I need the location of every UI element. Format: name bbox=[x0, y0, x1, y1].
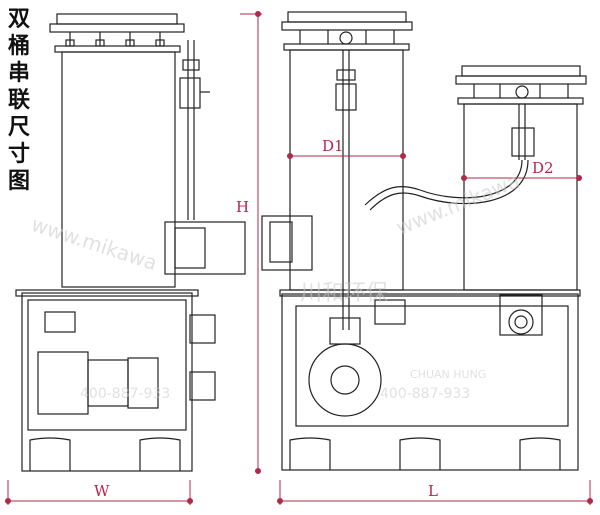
drain-valve bbox=[189, 371, 216, 401]
tank-flange-plate bbox=[49, 23, 185, 33]
title-char: 寸 bbox=[7, 142, 30, 167]
vent-port bbox=[339, 31, 353, 45]
pump-inlet bbox=[329, 317, 361, 345]
foot bbox=[139, 437, 181, 471]
watermark: www.mikawa www.mikawa 川和环保 CHUAN HUNG 40… bbox=[28, 168, 523, 402]
watermark-phone: 400-887-933 bbox=[380, 386, 470, 402]
flange-bolts bbox=[65, 32, 165, 47]
foot bbox=[289, 437, 331, 470]
foot bbox=[29, 437, 71, 471]
tank2-flange bbox=[461, 65, 581, 77]
valve bbox=[179, 77, 201, 109]
title-char: 串 bbox=[7, 61, 30, 86]
dim-label-w: W bbox=[94, 482, 110, 500]
dim-label-h: H bbox=[236, 198, 249, 216]
tank1-flange bbox=[287, 11, 407, 23]
pump-head bbox=[164, 221, 246, 275]
side-view bbox=[261, 11, 587, 471]
tank2-valve bbox=[511, 127, 535, 157]
watermark-brand-cn: 川和环保 bbox=[300, 281, 388, 306]
pump-motor-box bbox=[174, 227, 206, 269]
title-char: 尺 bbox=[7, 115, 30, 140]
title-char: 图 bbox=[7, 169, 30, 194]
title-char: 桶 bbox=[7, 34, 30, 59]
title-char: 联 bbox=[7, 88, 30, 113]
outlet-valve bbox=[189, 314, 216, 344]
tank1-valve bbox=[335, 83, 357, 111]
motor bbox=[37, 351, 89, 415]
drawing-title: 双 桶 串 联 尺 寸 图 bbox=[4, 6, 34, 195]
base-cabinet-side bbox=[281, 293, 579, 471]
dim-label-d2: D2 bbox=[532, 159, 554, 177]
dim-label-l: L bbox=[428, 482, 438, 500]
front-view bbox=[15, 13, 246, 472]
tank-flange bbox=[56, 13, 178, 25]
flange-ring bbox=[54, 45, 181, 53]
pipe-block bbox=[44, 311, 76, 333]
watermark-url: www.mikawa bbox=[28, 212, 160, 275]
base-top-plate bbox=[15, 289, 199, 297]
pump-volute bbox=[308, 343, 382, 417]
filter-tank-1 bbox=[289, 49, 404, 291]
connecting-hose bbox=[364, 159, 523, 206]
watermark-brand-en: CHUAN HUNG bbox=[410, 368, 486, 381]
filter-tank bbox=[61, 51, 176, 288]
foot bbox=[399, 437, 441, 470]
base-cabinet bbox=[21, 292, 193, 472]
pump-casing bbox=[127, 357, 159, 409]
cabinet-inner bbox=[27, 299, 187, 431]
watermark-url: www.mikawa bbox=[393, 168, 523, 239]
watermark-phone: 400-887-933 bbox=[80, 386, 170, 402]
dim-label-d1: D1 bbox=[322, 137, 344, 155]
title-char: 双 bbox=[7, 7, 30, 32]
foot bbox=[519, 437, 561, 470]
pump-head-side bbox=[261, 215, 313, 271]
dimension-lines bbox=[5, 11, 593, 505]
pipe-fitting bbox=[182, 59, 200, 71]
outlet-flange bbox=[499, 294, 543, 336]
